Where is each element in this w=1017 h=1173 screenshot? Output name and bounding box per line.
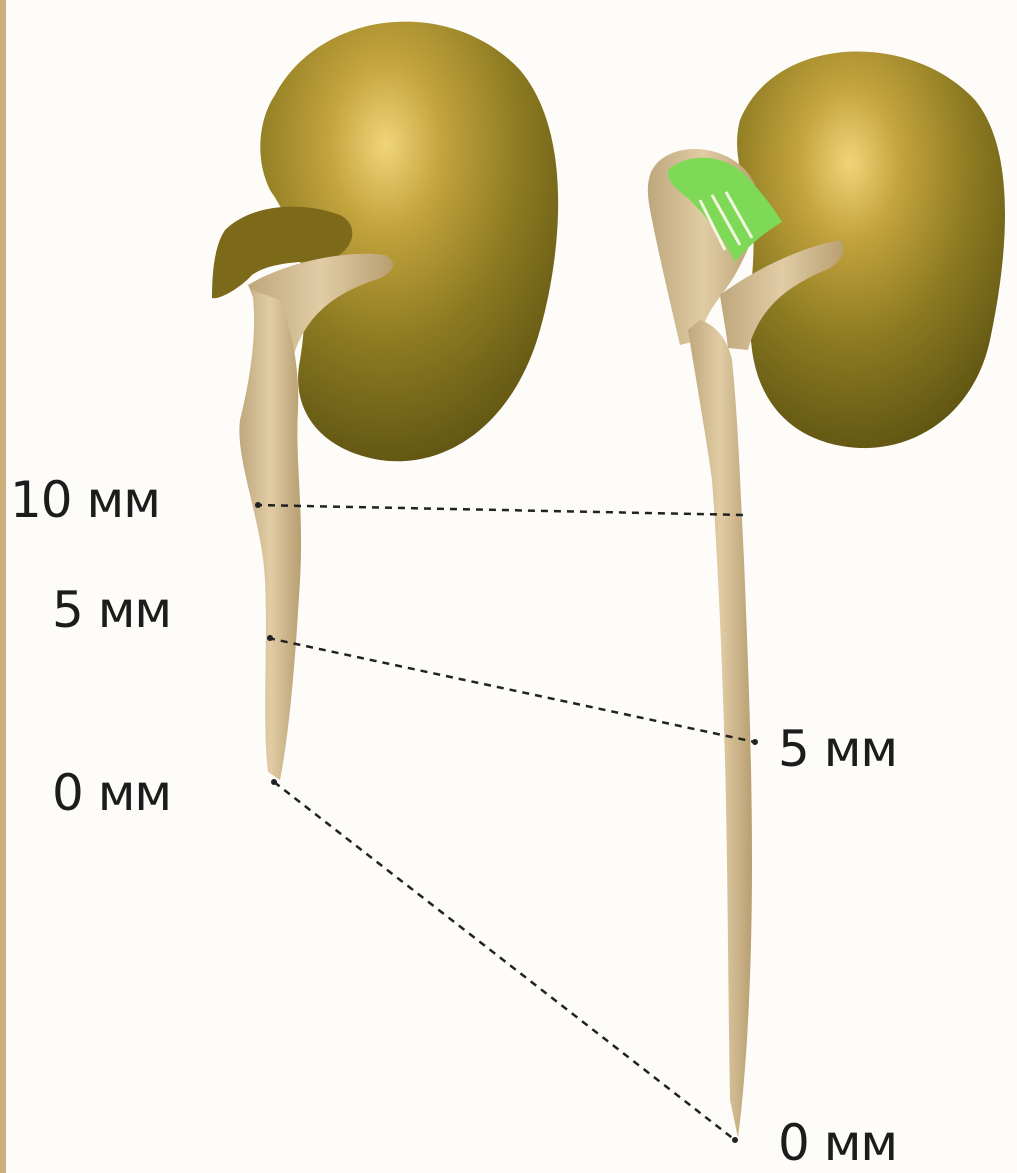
right-seed — [737, 51, 1005, 448]
tick-left-5 — [267, 635, 273, 641]
tick-right-5 — [752, 739, 758, 745]
guide-lines — [255, 505, 755, 1140]
left-root — [239, 290, 301, 780]
label-left-10mm: 10 мм — [10, 475, 160, 525]
right-root — [688, 320, 752, 1138]
label-left-0mm: 0 мм — [52, 768, 171, 818]
label-left-5mm: 5 мм — [52, 585, 171, 635]
tick-left-0 — [271, 779, 277, 785]
label-right-5mm: 5 мм — [778, 724, 897, 774]
guide-line-5mm — [268, 638, 755, 742]
tick-right-0 — [732, 1137, 738, 1143]
measurement-ticks — [255, 502, 758, 1143]
guide-line-10mm — [255, 505, 745, 515]
left-seedling — [212, 22, 558, 780]
right-seedling — [648, 51, 1005, 1138]
tick-left-10 — [255, 502, 261, 508]
label-right-0mm: 0 мм — [778, 1118, 897, 1168]
guide-line-0mm — [274, 782, 735, 1140]
